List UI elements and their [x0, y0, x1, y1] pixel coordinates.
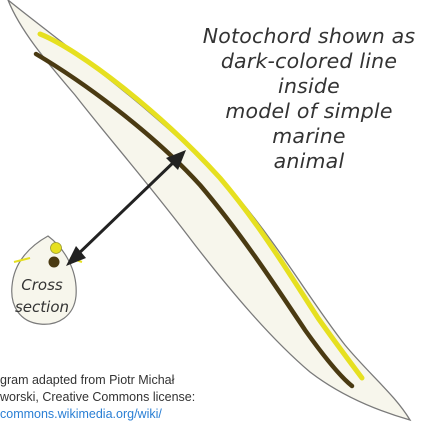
arrow-shaft — [74, 158, 178, 258]
caption-line-4: animal — [196, 149, 422, 174]
image-credit: gram adapted from Piotr Michał worski, C… — [0, 372, 270, 423]
notochord-caption: Notochord shown as dark-colored line ins… — [196, 24, 422, 174]
cross-section-label: Cross section — [14, 274, 70, 318]
caption-line-2: dark-colored line inside — [196, 49, 422, 99]
caption-line-1: Notochord shown as — [196, 24, 422, 49]
cross-section-label-line-1: Cross — [14, 274, 70, 296]
credit-link[interactable]: commons.wikimedia.org/wiki/ — [0, 406, 270, 423]
credit-line-1: gram adapted from Piotr Michał — [0, 372, 270, 389]
cross-section-nerve-cord — [51, 243, 62, 254]
credit-line-2: worski, Creative Commons license: — [0, 389, 270, 406]
cross-section-notochord — [49, 257, 60, 268]
cross-section-label-line-2: section — [14, 296, 70, 318]
caption-line-3: model of simple marine — [196, 99, 422, 149]
